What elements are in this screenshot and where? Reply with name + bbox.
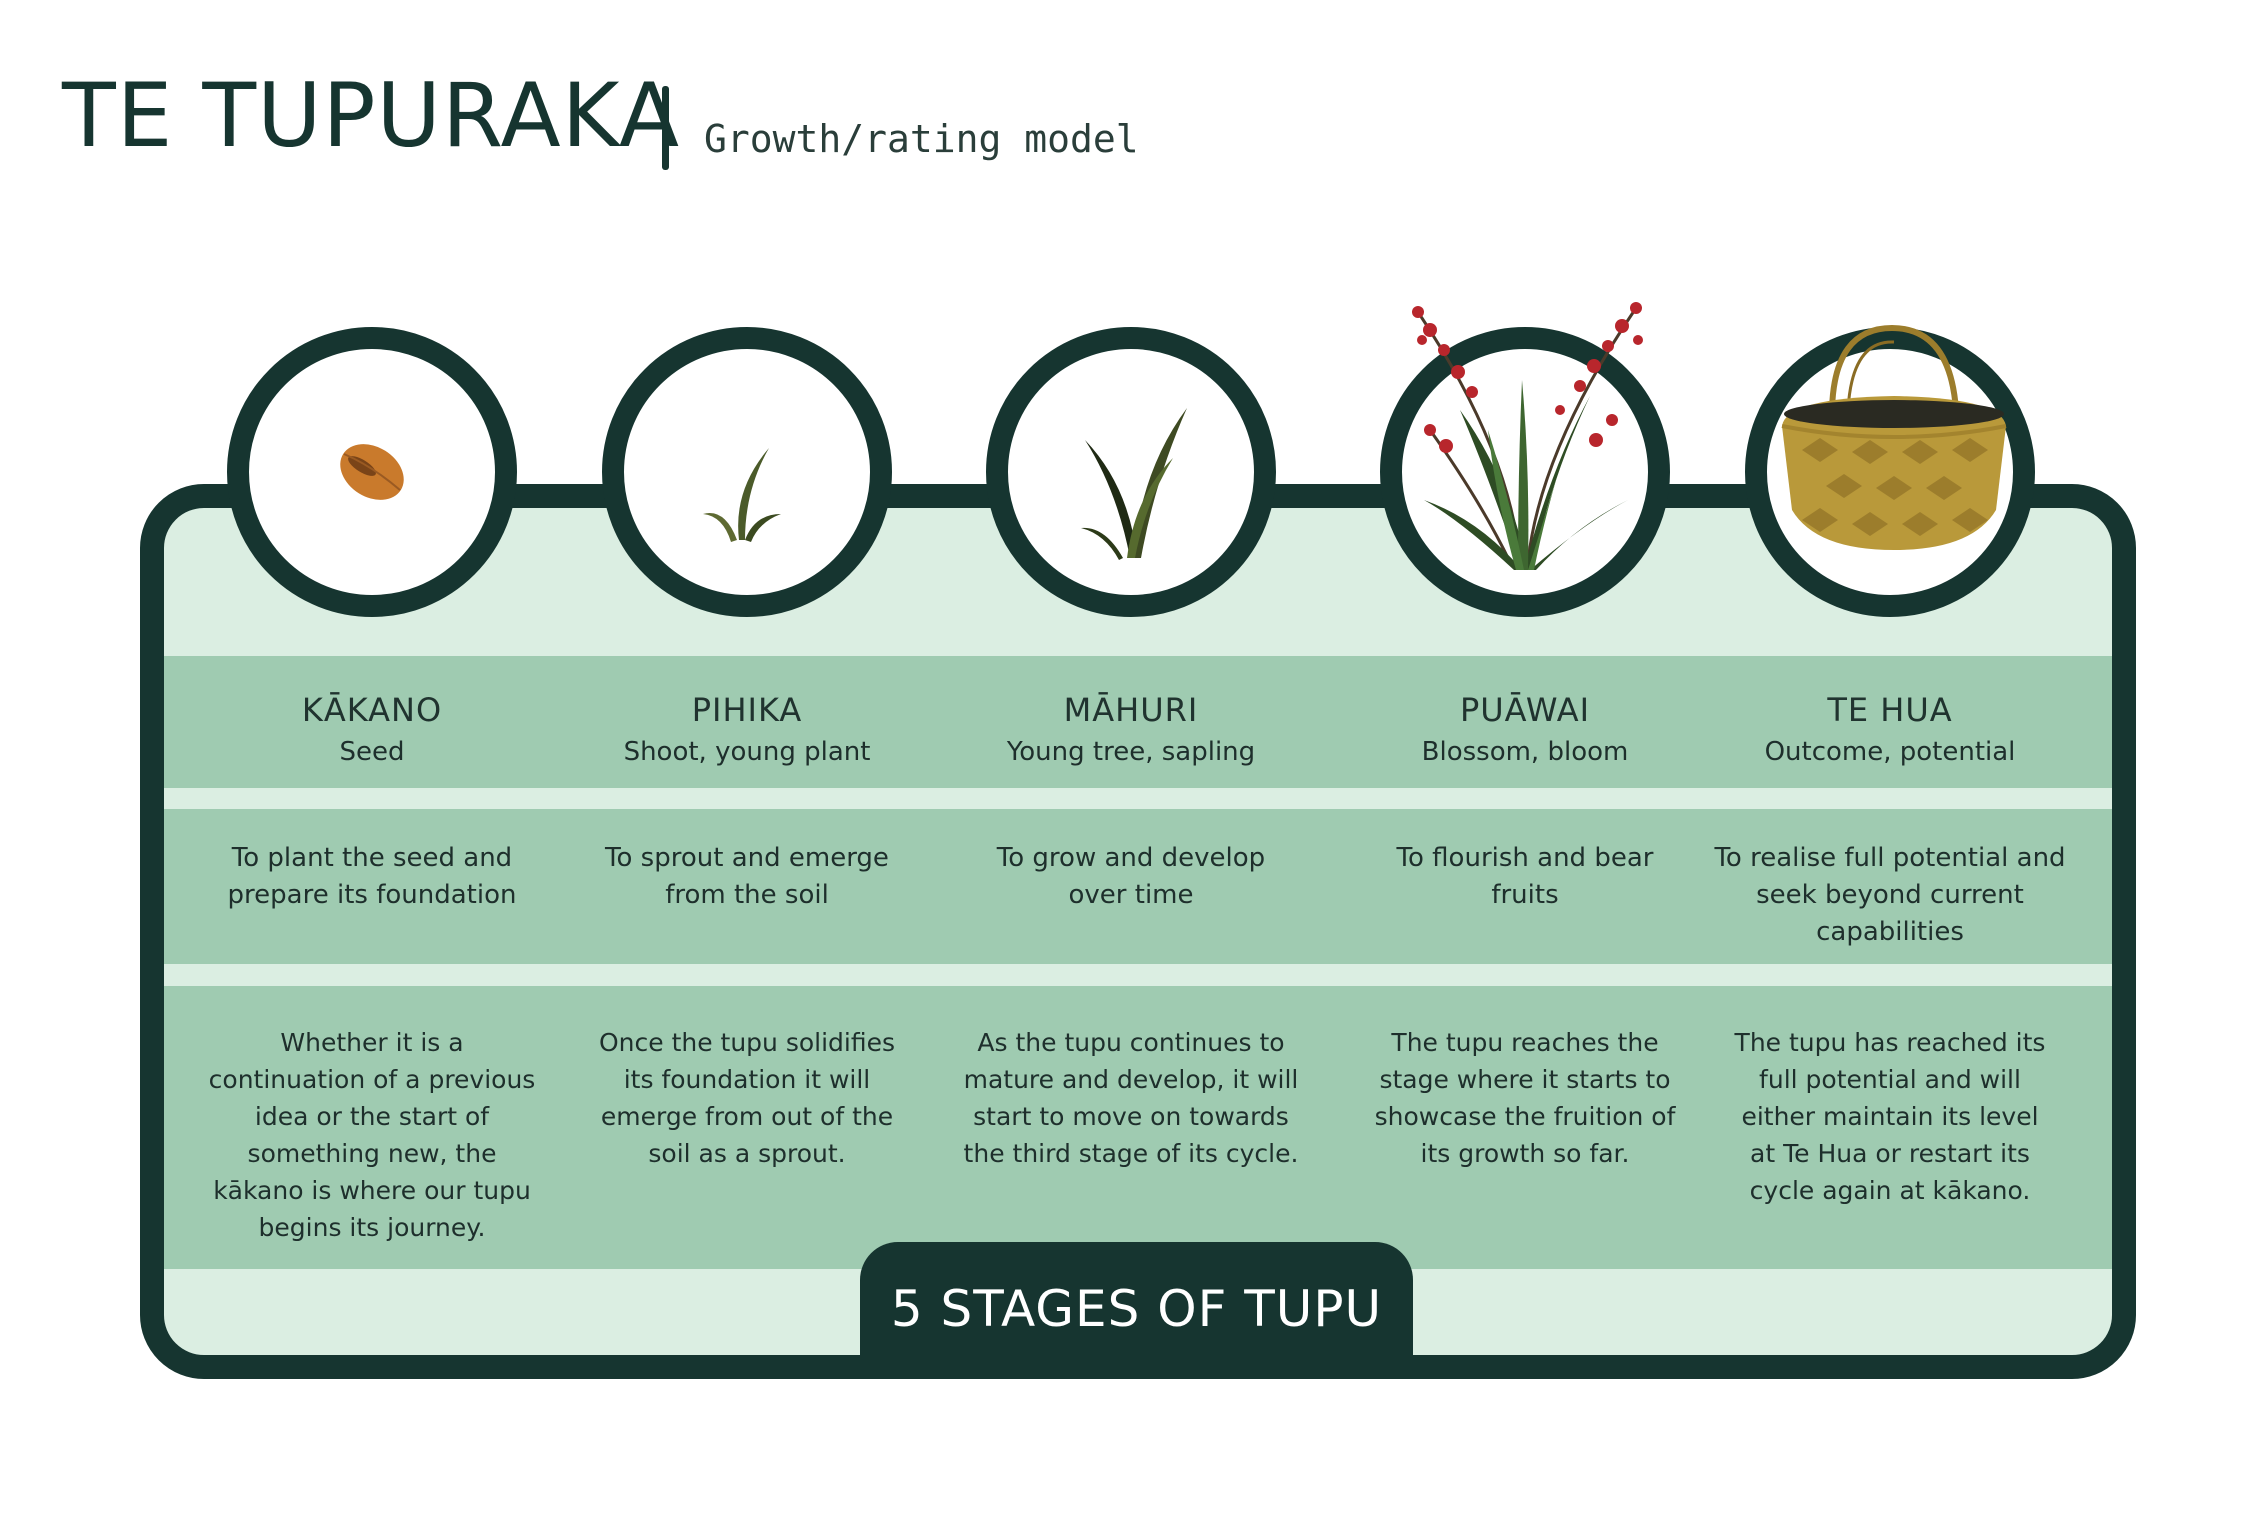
stage-header-kakano: KĀKANO Seed bbox=[172, 694, 572, 765]
stage-aim: To grow and develop over time bbox=[996, 843, 1266, 910]
page-subtitle: Growth/rating model bbox=[704, 117, 1139, 161]
shoot-icon bbox=[703, 448, 781, 542]
footer-label: 5 STAGES OF TUPU bbox=[890, 1280, 1383, 1338]
stage-aim: To realise full potential and seek beyon… bbox=[1714, 843, 2066, 947]
stage-aim: To sprout and emerge from the soil bbox=[605, 843, 889, 910]
stage-description: As the tupu continues to mature and deve… bbox=[963, 1028, 1299, 1168]
stage-translation: Shoot, young plant bbox=[623, 737, 871, 767]
stage-name: PIHIKA bbox=[691, 691, 803, 729]
names-band bbox=[164, 656, 2112, 788]
stage-description: Whether it is a continuation of a previo… bbox=[208, 1028, 536, 1242]
descriptions-band bbox=[164, 986, 2112, 1269]
woven-basket-icon bbox=[1781, 324, 2007, 550]
aims-band bbox=[164, 809, 2112, 964]
stage-translation: Blossom, bloom bbox=[1421, 737, 1629, 767]
stage-aim: To plant the seed and prepare its founda… bbox=[227, 843, 517, 910]
stage-header-puawai: PUĀWAI Blossom, bloom bbox=[1325, 694, 1725, 765]
title-divider bbox=[662, 86, 669, 170]
stage-name: MĀHURI bbox=[1063, 691, 1199, 729]
stage-name: PUĀWAI bbox=[1459, 691, 1591, 729]
seed-icon bbox=[340, 444, 404, 500]
stage-description: The tupu has reached its full potential … bbox=[1734, 1028, 2046, 1205]
stage-header-te-hua: TE HUA Outcome, potential bbox=[1690, 694, 2090, 765]
stage-header-pihika: PIHIKA Shoot, young plant bbox=[547, 694, 947, 765]
stage-translation: Seed bbox=[339, 737, 405, 767]
stage-aim: To flourish and bear fruits bbox=[1396, 843, 1654, 910]
stage-name: TE HUA bbox=[1827, 691, 1953, 729]
stage-header-mahuri: MĀHURI Young tree, sapling bbox=[931, 694, 1331, 765]
stage-translation: Outcome, potential bbox=[1764, 737, 2016, 767]
sapling-icon bbox=[1081, 408, 1187, 560]
stage-translation: Young tree, sapling bbox=[1006, 737, 1256, 767]
page-title: TE TUPURAKA bbox=[62, 64, 681, 167]
footer-tab: 5 STAGES OF TUPU bbox=[860, 1242, 1413, 1368]
stage-description: The tupu reaches the stage where it star… bbox=[1374, 1028, 1676, 1168]
stage-name: KĀKANO bbox=[301, 691, 443, 729]
stage-description: Once the tupu solidifies its foundation … bbox=[598, 1028, 896, 1168]
flowering-flax-icon bbox=[1412, 302, 1643, 570]
